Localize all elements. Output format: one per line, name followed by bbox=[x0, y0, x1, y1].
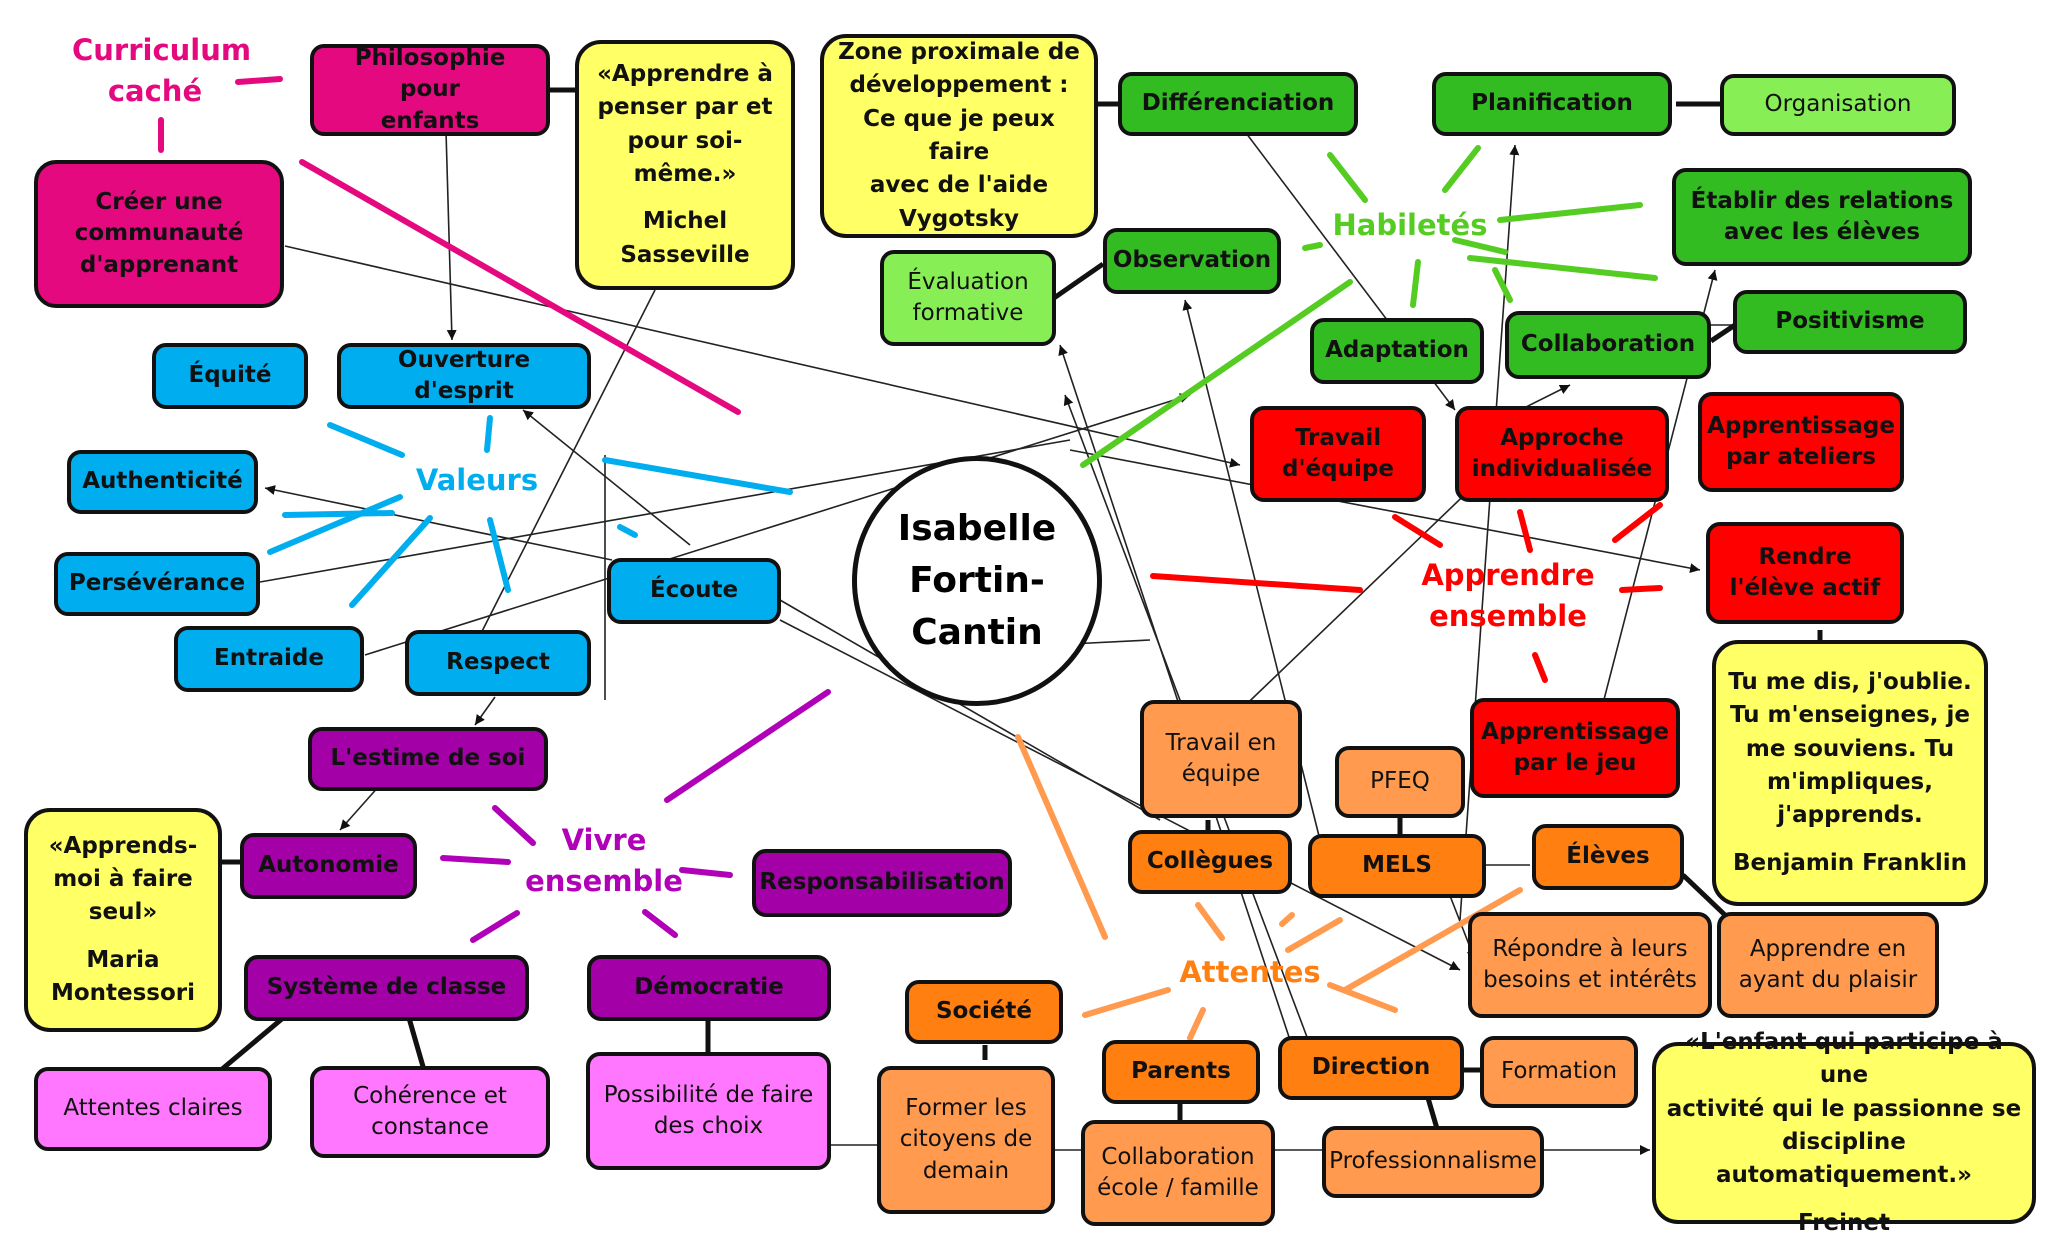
node-professionnalisme: Professionnalisme bbox=[1322, 1126, 1544, 1198]
category-attentes: Attentes bbox=[1179, 955, 1321, 989]
category-vivre-ensemble: Vivre ensemble bbox=[525, 823, 683, 898]
category-habiletes: Habiletés bbox=[1332, 208, 1488, 242]
quote-freinet: «L'enfant qui participe à une activité q… bbox=[1652, 1029, 2036, 1236]
node-apprentissage-ateliers: Apprentissage par ateliers bbox=[1698, 392, 1904, 492]
node-democratie: Démocratie bbox=[587, 955, 831, 1021]
central-node: Isabelle Fortin- Cantin bbox=[852, 456, 1102, 706]
node-eleve-actif: Rendre l'élève actif bbox=[1706, 522, 1904, 624]
node-observation: Observation bbox=[1103, 228, 1281, 294]
node-direction: Direction bbox=[1278, 1036, 1464, 1100]
node-eleves: Élèves bbox=[1532, 824, 1684, 890]
node-approche-individualisee: Approche individualisée bbox=[1455, 406, 1669, 502]
node-apprendre-plaisir: Apprendre en ayant du plaisir bbox=[1717, 912, 1939, 1018]
node-differenciation: Différenciation bbox=[1118, 72, 1358, 136]
node-positivisme: Positivisme bbox=[1733, 290, 1967, 354]
quote-freinet-author: Freinet bbox=[1797, 1209, 1891, 1236]
node-parents: Parents bbox=[1102, 1040, 1260, 1104]
node-autonomie: Autonomie bbox=[240, 833, 417, 899]
node-relations-eleves: Établir des relations avec les élèves bbox=[1672, 168, 1972, 266]
node-adaptation: Adaptation bbox=[1310, 318, 1484, 384]
quote-vygotsky: Zone proximale de développement : Ce que… bbox=[820, 34, 1098, 238]
node-formation: Formation bbox=[1480, 1036, 1638, 1108]
category-apprendre-ensemble: Apprendre ensemble bbox=[1421, 558, 1595, 633]
quote-montessori-text: «Apprends- moi à faire seul» bbox=[48, 832, 198, 926]
category-curriculum-cache: Curriculum caché bbox=[72, 33, 252, 108]
node-philosophie-pour-enfants: Philosophie pour enfants bbox=[310, 44, 550, 136]
node-ouverture-esprit: Ouverture d'esprit bbox=[337, 343, 591, 409]
node-possibilite-choix: Possibilité de faire des choix bbox=[586, 1052, 831, 1170]
quote-montessori-author: Maria Montessori bbox=[50, 946, 196, 1007]
quote-franklin: Tu me dis, j'oublie. Tu m'enseignes, je … bbox=[1712, 640, 1988, 906]
node-perseverance: Persévérance bbox=[54, 552, 260, 616]
category-valeurs: Valeurs bbox=[415, 463, 539, 497]
quote-franklin-author: Benjamin Franklin bbox=[1732, 849, 1968, 876]
node-pfeq: PFEQ bbox=[1335, 746, 1465, 818]
node-collaboration-ecole-famille: Collaboration école / famille bbox=[1081, 1120, 1275, 1226]
node-ecoute: Écoute bbox=[607, 558, 781, 624]
node-estime-de-soi: L'estime de soi bbox=[308, 727, 548, 791]
node-authenticite: Authenticité bbox=[67, 450, 258, 514]
quote-sasseville-text: «Apprendre à penser par et pour soi- mêm… bbox=[597, 60, 773, 187]
quote-sasseville-author: Michel Sasseville bbox=[620, 208, 750, 268]
quote-freinet-text: «L'enfant qui participe à une activité q… bbox=[1666, 1028, 2022, 1189]
node-evaluation-formative: Évaluation formative bbox=[880, 250, 1056, 346]
quote-franklin-text: Tu me dis, j'oublie. Tu m'enseignes, je … bbox=[1728, 668, 1972, 829]
node-mels: MELS bbox=[1308, 834, 1486, 898]
node-entraide: Entraide bbox=[174, 626, 364, 692]
node-equite: Équité bbox=[152, 343, 308, 409]
node-respect: Respect bbox=[405, 630, 591, 696]
node-systeme-de-classe: Système de classe bbox=[244, 955, 529, 1021]
node-travail-equipe: Travail d'équipe bbox=[1250, 406, 1426, 502]
node-societe: Société bbox=[905, 980, 1063, 1044]
node-collegues: Collègues bbox=[1128, 830, 1292, 894]
node-attentes-claires: Attentes claires bbox=[34, 1067, 272, 1151]
node-organisation: Organisation bbox=[1720, 74, 1956, 136]
node-collaboration: Collaboration bbox=[1505, 311, 1711, 379]
node-planification: Planification bbox=[1432, 72, 1672, 136]
quote-montessori: «Apprends- moi à faire seul» Maria Monte… bbox=[24, 808, 222, 1032]
node-travail-en-equipe: Travail en équipe bbox=[1140, 700, 1302, 818]
node-apprentissage-jeu: Apprentissage par le jeu bbox=[1470, 698, 1680, 798]
node-besoins-interets: Répondre à leurs besoins et intérêts bbox=[1468, 912, 1712, 1018]
node-coherence-constance: Cohérence et constance bbox=[310, 1066, 550, 1158]
node-former-citoyens: Former les citoyens de demain bbox=[877, 1066, 1055, 1214]
node-responsabilisation: Responsabilisation bbox=[752, 849, 1012, 917]
quote-sasseville: «Apprendre à penser par et pour soi- mêm… bbox=[575, 40, 795, 290]
node-communaute-apprenant: Créer une communauté d'apprenant bbox=[34, 160, 284, 308]
